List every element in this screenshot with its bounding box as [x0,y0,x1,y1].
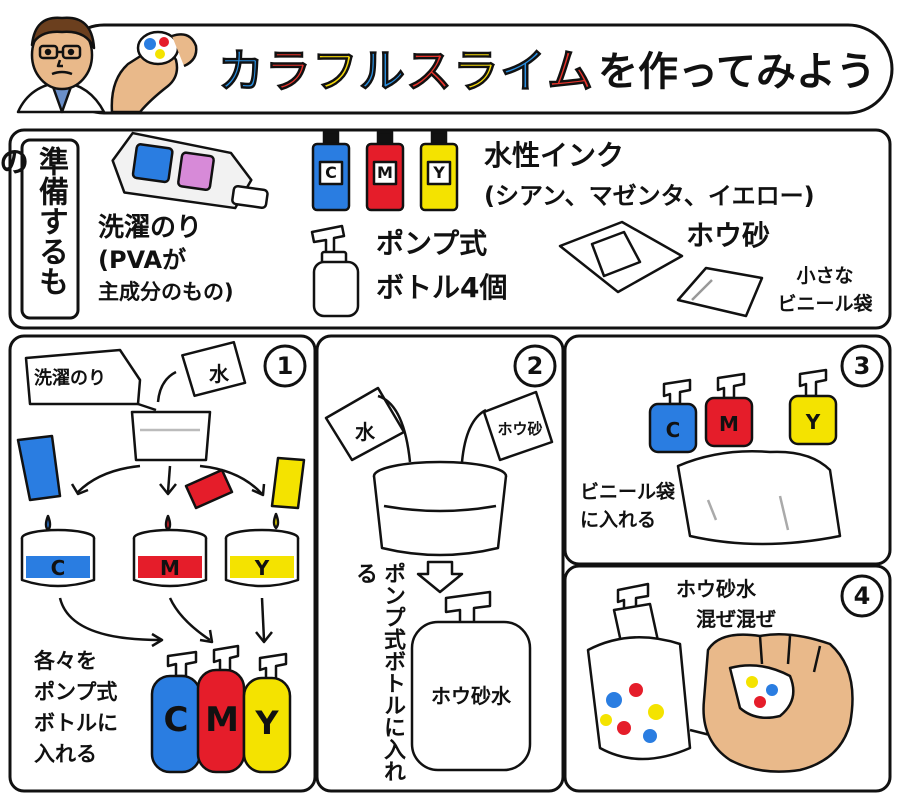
step1-note-line4: 入れる [34,742,97,766]
title-char-4: ス [406,44,453,99]
step3-note-line1: ビニール袋 [580,481,676,503]
page-title-rest: を作ってみよう [598,49,876,95]
step1-number-circle [263,344,307,388]
step2-note: ポンプ式ボトルに入れる [352,562,405,782]
pump-label: ポンプ式 ボトル4個 [376,222,566,310]
ink-label-line2: (シアン、マゼンタ、イエロー) [484,182,815,210]
step3-bottle-letter-c: C [665,418,681,442]
step2-panel [315,334,565,793]
pump-label-line1: ポンプ式 [376,227,488,260]
bag-label-line1: 小さな [796,265,854,287]
step1-cup-letter-y: Y [254,556,270,580]
prep-frame [8,128,892,330]
step1-bottle-letter-y: Y [255,704,279,742]
page-title: カラフルスライム を作ってみよう [218,36,878,100]
step1-water-label: 水 [209,362,229,386]
step1-glue-label: 洗濯のり [34,368,106,389]
bag-label-line2: ビニール袋 [777,293,873,315]
step1-note: 各々を ポンプ式 ボトルに 入れる [34,646,144,770]
title-char-6: イ [500,44,547,99]
title-char-7: ム [547,44,594,99]
scientist-avatar [16,16,198,114]
pump-bottle-icon [310,224,360,318]
step2-borax-label: ホウ砂 [497,420,543,438]
ink-bottles-icon [311,130,459,212]
step3-number: 3 [853,352,871,380]
step4-panel [563,564,892,793]
step1-cup-letter-m: M [160,556,180,580]
step4-number-circle [840,574,884,618]
page-title-colored: カラフルスライム [218,35,594,101]
plastic-bag-icon [676,266,764,318]
title-char-3: ル [359,44,406,99]
borax-box-icon [558,220,684,294]
step3-note: ビニール袋 に入れる [580,478,690,534]
prep-heading-box [20,138,80,320]
step4-note: ホウ砂水 混ぜ混ぜ [676,574,826,634]
glue-label-line2: (PVAが [98,246,187,274]
step1-bottle-letter-m: M [205,700,239,740]
step4-note-line1: ホウ砂水 [676,577,756,601]
step3-bottle-letter-m: M [719,412,739,436]
step4-number: 4 [853,582,871,610]
prep-heading: 準備するもの [0,146,68,296]
step1-note-line2: ポンプ式 [34,680,118,704]
step1-bottle-letter-c: C [163,700,189,740]
glue-label-line1: 洗濯のり [98,213,203,243]
step3-note-line2: に入れる [580,509,657,531]
step1-number: 1 [276,352,294,380]
title-char-1: ラ [265,44,312,99]
ink-letter-m: M [377,163,393,182]
step2-number: 2 [526,352,544,380]
step3-number-circle [840,344,884,388]
step1-panel [8,334,317,793]
step4-illustration [586,582,854,773]
ink-label: 水性インク (シアン、マゼンタ、イエロー) [484,136,884,216]
step2-water-label: 水 [355,420,375,444]
ink-label-line1: 水性インク [484,139,625,172]
title-char-2: フ [312,44,359,99]
step3-illustration [648,368,842,546]
step3-panel [563,334,892,566]
glue-label: 洗濯のり (PVAが 主成分のもの) [98,212,298,308]
borax-label: ホウ砂 [686,219,771,252]
glue-label-line3: 主成分のもの) [98,280,234,304]
step1-illustration [16,340,306,774]
pump-label-line2: ボトル4個 [376,271,508,304]
step4-note-line2: 混ぜ混ぜ [696,607,776,631]
bag-label: 小さな ビニール袋 [770,262,880,318]
ink-letter-y: Y [433,163,445,182]
step1-note-line3: ボトルに [34,711,118,735]
title-char-0: カ [218,44,265,99]
glue-bottle-icon [111,131,269,210]
step2-bottle-label: ホウ砂水 [431,684,511,708]
step2-illustration [324,386,554,772]
ink-letter-c: C [325,163,337,182]
step3-bottle-letter-y: Y [805,410,821,434]
step1-cup-letter-c: C [50,556,66,580]
step2-number-circle [513,344,557,388]
step1-note-line1: 各々を [34,649,97,673]
title-char-5: ラ [453,44,500,99]
